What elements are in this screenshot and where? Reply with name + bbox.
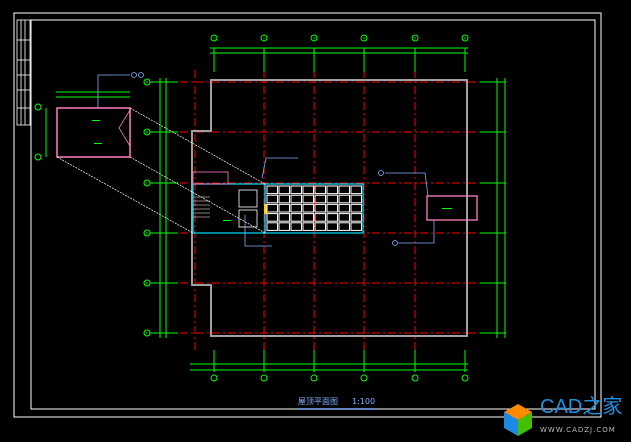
skylight-cell <box>266 203 278 213</box>
skylight-cell <box>338 203 350 213</box>
detail-box-left-marker <box>118 109 131 147</box>
dimension-lines <box>45 47 506 372</box>
skylight-cell <box>266 222 278 231</box>
skylight-cell <box>290 203 302 213</box>
slope-arrows <box>92 120 452 221</box>
skylight-cell <box>302 213 314 222</box>
skylight-cell <box>350 213 362 222</box>
detail-projection-lines <box>56 107 266 234</box>
building-wall-outline <box>191 79 468 337</box>
skylight-cell <box>314 213 326 222</box>
skylight-cell <box>350 194 362 204</box>
roof-hatch <box>192 171 229 185</box>
skylight-cell <box>326 203 338 213</box>
skylight-cell <box>290 222 302 231</box>
cadzj-watermark: CAD之家 WWW.CADZJ.COM <box>500 396 631 442</box>
watermark-brand: CAD之家 <box>540 396 623 418</box>
axis-label: 6 <box>464 37 466 41</box>
skylight-cell <box>326 222 338 231</box>
skylight-cell <box>338 185 350 195</box>
skylight-cell <box>350 185 362 195</box>
skylight-cell <box>278 213 290 222</box>
skylight-cell <box>278 222 290 231</box>
skylight-cell <box>266 213 278 222</box>
axis-label: C <box>146 182 149 186</box>
drawing-title: 屋顶平面图 <box>298 397 338 406</box>
skylight-cell <box>266 194 278 204</box>
skylight-cell <box>266 185 278 195</box>
axis-label: A <box>146 81 149 85</box>
skylight-cell <box>314 203 326 213</box>
skylight-cell <box>326 194 338 204</box>
skylight-cell <box>326 213 338 222</box>
drawing-scale: 1:100 <box>352 397 375 406</box>
axis-label: E <box>146 282 148 286</box>
skylight-cell <box>314 222 326 231</box>
skylight-cell <box>314 185 326 195</box>
skylight-grid <box>266 185 362 231</box>
column-axis-bubbles-top <box>210 34 469 42</box>
skylight-cell <box>326 185 338 195</box>
title-block-strip <box>16 19 31 126</box>
skylight-cell <box>338 222 350 231</box>
stair-core <box>192 183 364 234</box>
skylight-cell <box>302 222 314 231</box>
skylight-cell <box>350 222 362 231</box>
skylight-cell <box>278 203 290 213</box>
column-axis-labels: 1 2 3 4 5 6 A B C D E F <box>146 37 466 336</box>
skylight-cell <box>338 213 350 222</box>
skylight-cell <box>302 203 314 213</box>
axis-label: D <box>146 232 149 236</box>
skylight-cell <box>290 213 302 222</box>
axis-label: 4 <box>363 37 366 41</box>
axis-label: 5 <box>414 37 416 41</box>
axis-label: B <box>146 131 149 135</box>
skylight-cell <box>278 185 290 195</box>
detail-box-right <box>426 195 478 221</box>
skylight-cell <box>314 194 326 204</box>
outer-frame <box>13 12 602 418</box>
skylight-cell <box>350 203 362 213</box>
skylight-cell <box>278 194 290 204</box>
skylight-cell <box>290 185 302 195</box>
cube-logo-icon <box>504 404 532 436</box>
watermark-url: WWW.CADZJ.COM <box>540 426 616 434</box>
skylight-cell <box>302 194 314 204</box>
skylight-cell <box>302 185 314 195</box>
axis-label: 3 <box>313 37 315 41</box>
skylight-cell <box>338 194 350 204</box>
axis-label: F <box>146 332 148 336</box>
row-axis-bubbles-left <box>34 78 151 337</box>
skylight-cell <box>290 194 302 204</box>
axis-grid-lines <box>180 70 480 350</box>
leader-annotations <box>97 72 435 247</box>
detail-box-left <box>56 107 131 158</box>
axis-label: 2 <box>263 37 265 41</box>
column-axis-bubbles-bottom <box>210 374 469 382</box>
axis-label: 1 <box>213 37 215 41</box>
